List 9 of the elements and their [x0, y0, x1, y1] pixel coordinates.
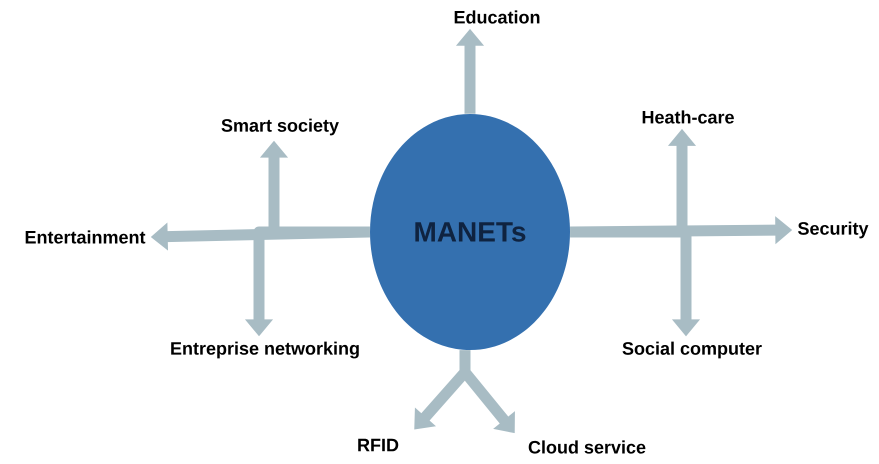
application-label: Cloud service: [528, 440, 646, 454]
application-label: Security: [798, 222, 868, 238]
application-label: Social computer: [622, 342, 762, 358]
application-label: RFID: [358, 438, 398, 452]
application-label: Smart society: [222, 118, 339, 136]
application-label: Education: [454, 10, 540, 24]
application-label: Entertainment: [26, 230, 146, 244]
application-label: Heath-care: [642, 110, 734, 124]
application-label: Entreprise networking: [171, 342, 359, 358]
